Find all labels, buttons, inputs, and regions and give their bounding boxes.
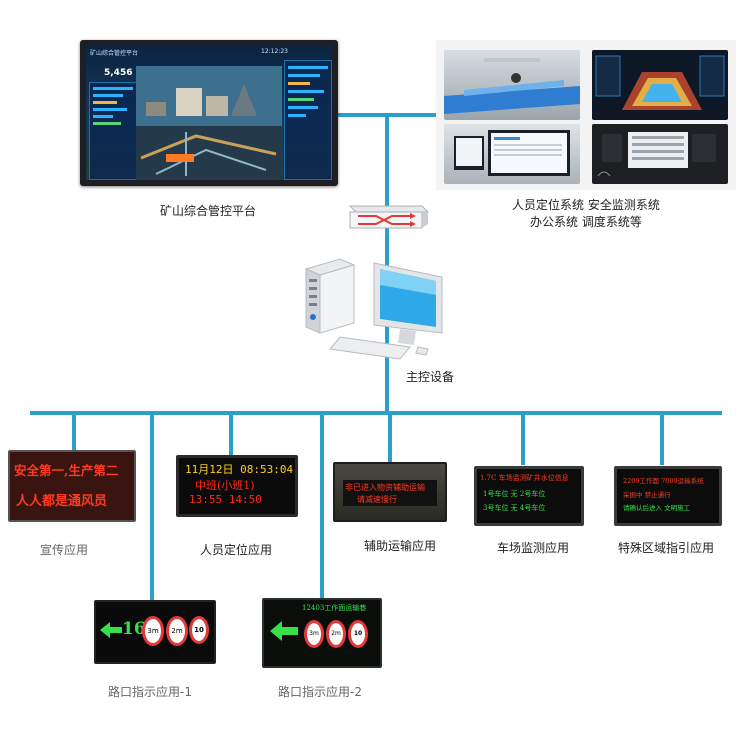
speed-sign-1b: 2m [166,616,188,646]
drop-line-personnel [229,413,233,455]
transport-label: 辅助运输应用 [364,539,437,553]
drop-line-route-1 [150,413,154,601]
personnel-led-sign: 11月12日 08:53:04 中班(小班1) 13:55 14:50 [176,455,298,517]
personnel-line2: 中班(小班1) [195,479,255,492]
yard-line3: 3号车位 无 4号车位 [483,504,546,512]
route-1-number: 16 [122,619,146,639]
transport-led-sign: 非已进入物资辅助运输 请减速慢行 [333,462,447,522]
left-arrow-icon-2 [270,621,298,641]
systems-label-line1: 人员定位系统 安全监测系统 [512,198,660,212]
dashboard-right-panel [284,60,332,180]
propaganda-label: 宣传应用 [40,543,89,557]
special-line1: 2209工作面 7009运输系统 [623,477,704,485]
screenshot-office-system [444,124,580,184]
platform-dashboard: 矿山综合管控平台 12:12:23 5,456 [86,46,332,180]
special-led-sign: 2209工作面 7009运输系统 采掘中 禁止通行 请确认后进入 文明施工 [614,466,722,526]
yard-line1: 1.7C 车场监测矿井水位信息 [480,474,569,482]
yard-line2: 1号车位 无 2号车位 [483,490,546,498]
dashboard-title: 矿山综合管控平台 [90,50,139,57]
drop-line-route-2 [320,413,324,599]
screenshot-monitoring-map [592,50,728,120]
yard-label: 车场监测应用 [497,541,570,555]
systems-label-line2: 办公系统 调度系统等 [530,215,642,229]
speed-sign-1c: 10 [189,616,209,644]
screenshot-tunnel-view [444,50,580,120]
platform-label: 矿山综合管控平台 [160,204,257,218]
drop-line-special [660,413,664,465]
main-device-label: 主控设备 [406,370,455,384]
special-line3: 请确认后进入 文明施工 [623,504,691,512]
special-label: 特殊区域指引应用 [618,541,715,555]
screenshot-dispatch-console [592,124,728,184]
route-2-header: 12403工作面运输巷 [302,604,367,612]
propaganda-line2: 人人都是通风员 [16,494,108,509]
yard-led-sign: 1.7C 车场监测矿井水位信息 1号车位 无 2号车位 3号车位 无 4号车位 [474,466,584,526]
personnel-line3: 13:55 14:50 [189,493,262,506]
transport-line1: 非已进入物资辅助运输 [345,483,425,492]
route-sign-2: 12403工作面运输巷 3m 2m 10 [262,598,382,668]
transport-line2: 请减速慢行 [357,495,397,504]
dashboard-left-panel [89,82,137,180]
route-1-label: 路口指示应用-1 [108,685,192,699]
propaganda-line1: 安全第一,生产第二 [14,463,119,478]
personnel-line1: 11月12日 08:53:04 [185,463,294,476]
dashboard-clock: 12:12:23 [261,48,288,55]
dashboard-value: 5,456 [104,68,133,78]
left-arrow-icon [100,622,122,638]
vertical-trunk-line [385,115,389,413]
dashboard-3d-scene [136,66,282,180]
systems-screenshots [436,40,736,190]
drop-line-transport [388,413,392,463]
speed-sign-2c: 10 [348,620,368,648]
special-line2: 采掘中 禁止通行 [623,491,671,499]
main-bus-line [30,411,722,415]
speed-sign-1a: 3m [142,616,164,646]
platform-monitor: 矿山综合管控平台 12:12:23 5,456 [80,40,338,186]
network-switch-icon [348,205,430,229]
speed-sign-2a: 3m [304,620,324,648]
route-2-label: 路口指示应用-2 [278,685,362,699]
route-sign-1: 16 3m 2m 10 [94,600,216,664]
drop-line-yard [521,413,525,465]
personnel-label: 人员定位应用 [200,543,273,557]
propaganda-led-sign: 安全第一,生产第二 人人都是通风员 [8,450,136,522]
main-computer-icon [304,258,443,360]
drop-line-propaganda [72,413,76,451]
speed-sign-2b: 2m [326,620,346,648]
